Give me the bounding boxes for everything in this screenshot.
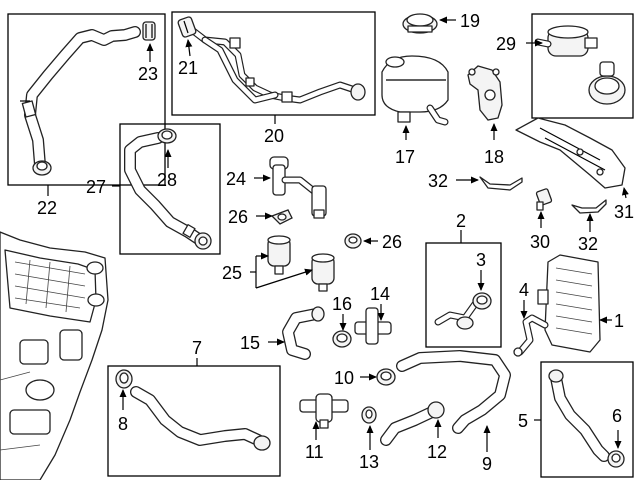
part-26-clamp-b xyxy=(344,233,362,249)
part-9-hose xyxy=(396,350,511,434)
callout-13: 13 xyxy=(359,452,379,472)
callout-5: 5 xyxy=(518,411,528,431)
part-12-hose xyxy=(380,401,445,446)
part-10-clamp xyxy=(376,368,396,386)
part-30-sensor xyxy=(535,188,553,211)
callout-3: 3 xyxy=(476,250,486,270)
part-2-hose xyxy=(434,300,479,330)
part-8-clamp xyxy=(115,369,133,389)
part-3-clamp xyxy=(472,292,492,310)
callout-16: 16 xyxy=(332,294,352,314)
callout-25: 25 xyxy=(222,263,242,283)
callout-15: 15 xyxy=(240,333,260,353)
part-23-clamp xyxy=(142,21,156,41)
callout-18: 18 xyxy=(484,147,504,167)
callout-29: 29 xyxy=(496,34,516,54)
part-22-clamp xyxy=(32,160,52,176)
callout-11: 11 xyxy=(305,442,324,462)
part-7-hose xyxy=(130,386,271,451)
part-18-bracket xyxy=(467,65,503,121)
part-26-clamp-a xyxy=(270,209,293,225)
callout-30: 30 xyxy=(530,232,550,252)
callout-31: 31 xyxy=(614,202,634,222)
callout-23: 23 xyxy=(138,64,158,84)
part-1-auxiliary-cooler xyxy=(537,254,601,353)
callout-22: 22 xyxy=(37,198,57,218)
part-11-connector xyxy=(299,393,349,429)
callout-32-a: 32 xyxy=(428,171,448,191)
part-21-clamp xyxy=(177,16,197,38)
callout-4: 4 xyxy=(519,280,529,300)
part-32-bracket-a xyxy=(479,176,523,191)
callout-21: 21 xyxy=(178,58,198,78)
part-16-clamp xyxy=(332,330,352,348)
callout-17: 17 xyxy=(395,147,415,167)
callout-26-a: 26 xyxy=(228,207,248,227)
part-25-pump-b xyxy=(311,253,335,292)
part-20-end-clamp xyxy=(350,83,366,101)
part-4-pipe xyxy=(513,314,549,357)
part-19-tank-cap xyxy=(402,13,438,34)
part-17-expansion-tank xyxy=(381,55,449,126)
callout-labels: 19 29 23 21 20 22 27 28 17 18 24 26 26 2… xyxy=(37,11,634,474)
callout-24: 24 xyxy=(226,169,246,189)
part-6-clamp xyxy=(607,450,625,468)
callout-6: 6 xyxy=(612,406,622,426)
group-box-27 xyxy=(119,123,221,255)
callout-9: 9 xyxy=(482,454,492,474)
part-22-hose xyxy=(20,26,141,171)
callout-19: 19 xyxy=(460,11,480,31)
callout-1: 1 xyxy=(614,311,624,331)
part-13-clamp xyxy=(361,406,377,424)
callout-20: 20 xyxy=(264,126,284,146)
part-31-heat-shield xyxy=(515,117,626,189)
group-box-29 xyxy=(531,13,634,119)
part-28-clamp xyxy=(157,128,177,144)
part-24-connector xyxy=(269,156,327,219)
leader-lines xyxy=(47,16,629,452)
callout-27: 27 xyxy=(86,177,106,197)
part-20-hose-assembly xyxy=(188,26,359,104)
part-14-tee xyxy=(354,307,392,345)
part-29-water-pump xyxy=(534,25,626,105)
part-25-pump-a xyxy=(267,235,291,275)
callout-14: 14 xyxy=(370,284,390,304)
callout-32-b: 32 xyxy=(578,234,598,254)
callout-26-b: 26 xyxy=(382,232,402,252)
part-27-hose xyxy=(124,132,212,250)
callout-2: 2 xyxy=(456,211,466,231)
part-32-bracket-b xyxy=(571,199,607,214)
group-box-22 xyxy=(7,13,166,186)
group-box-7 xyxy=(107,365,281,477)
part-5-hose xyxy=(548,369,610,462)
callout-12: 12 xyxy=(427,442,447,462)
group-box-20 xyxy=(171,11,376,116)
callout-28: 28 xyxy=(157,170,177,190)
part-15-hose xyxy=(282,306,325,360)
callout-7: 7 xyxy=(192,338,202,358)
callout-8: 8 xyxy=(118,414,128,434)
engine-block xyxy=(0,231,109,480)
callout-10: 10 xyxy=(334,368,354,388)
group-box-2 xyxy=(425,242,502,348)
